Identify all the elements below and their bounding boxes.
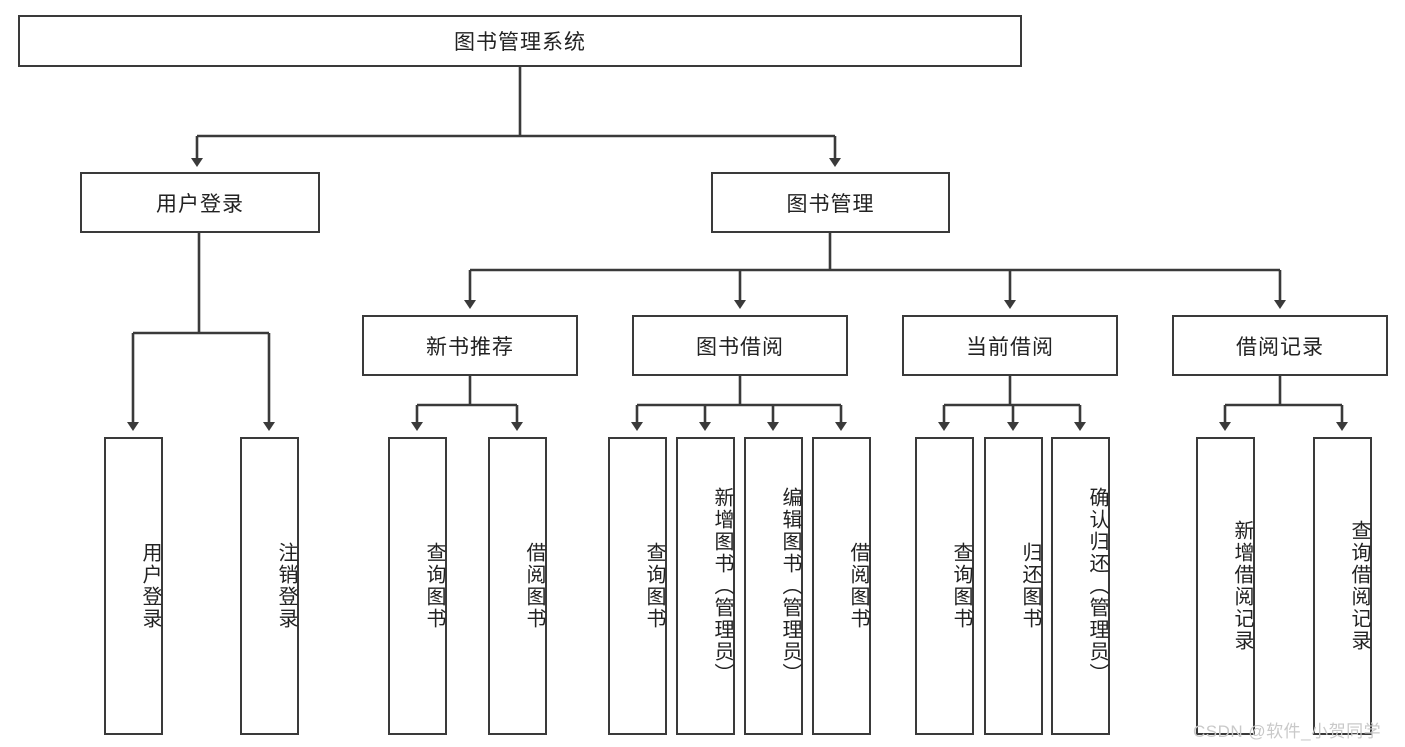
leaf-book-borrow-edit[interactable]: 编辑图书（管理员） bbox=[744, 437, 803, 735]
leaf-new-book-query[interactable]: 查询图书 bbox=[388, 437, 447, 735]
leaf-borrow-record-query[interactable]: 查询借阅记录 bbox=[1313, 437, 1372, 735]
node-label: 图书管理系统 bbox=[454, 31, 586, 54]
node-label: 查询图书 bbox=[423, 542, 445, 630]
node-label: 查询图书 bbox=[950, 542, 972, 630]
node-label: 当前借阅 bbox=[966, 335, 1054, 359]
node-label: 确认归还（管理员） bbox=[1086, 487, 1108, 685]
node-root-book-management-system[interactable]: 图书管理系统 bbox=[18, 15, 1022, 67]
node-label: 借阅图书 bbox=[847, 542, 869, 630]
leaf-book-borrow-borrow[interactable]: 借阅图书 bbox=[812, 437, 871, 735]
node-book-management[interactable]: 图书管理 bbox=[711, 172, 950, 233]
node-borrow-record[interactable]: 借阅记录 bbox=[1172, 315, 1388, 376]
leaf-book-borrow-add[interactable]: 新增图书（管理员） bbox=[676, 437, 735, 735]
node-label: 借阅图书 bbox=[523, 542, 545, 630]
node-label: 查询图书 bbox=[643, 542, 665, 630]
node-label: 新增图书（管理员） bbox=[711, 487, 733, 685]
node-current-borrow[interactable]: 当前借阅 bbox=[902, 315, 1118, 376]
leaf-current-borrow-confirm-return[interactable]: 确认归还（管理员） bbox=[1051, 437, 1110, 735]
leaf-borrow-record-add[interactable]: 新增借阅记录 bbox=[1196, 437, 1255, 735]
node-label: 图书管理 bbox=[786, 192, 875, 216]
node-label: 用户登录 bbox=[156, 192, 244, 216]
leaf-current-borrow-return[interactable]: 归还图书 bbox=[984, 437, 1043, 735]
node-user-login[interactable]: 用户登录 bbox=[80, 172, 320, 233]
node-new-book-recommend[interactable]: 新书推荐 bbox=[362, 315, 578, 376]
leaf-user-login-login[interactable]: 用户登录 bbox=[104, 437, 163, 735]
node-label: 新增借阅记录 bbox=[1231, 520, 1253, 652]
node-label: 归还图书 bbox=[1019, 542, 1041, 630]
csdn-watermark: CSDN @软件_小贺同学 bbox=[1193, 722, 1382, 741]
node-label: 用户登录 bbox=[139, 542, 161, 630]
node-label: 注销登录 bbox=[275, 542, 297, 630]
node-book-borrow[interactable]: 图书借阅 bbox=[632, 315, 848, 376]
node-label: 编辑图书（管理员） bbox=[779, 487, 801, 685]
node-label: 新书推荐 bbox=[426, 335, 514, 359]
node-label: 查询借阅记录 bbox=[1348, 520, 1370, 652]
node-label: 图书借阅 bbox=[696, 335, 784, 359]
node-label: 借阅记录 bbox=[1236, 335, 1324, 359]
leaf-current-borrow-query[interactable]: 查询图书 bbox=[915, 437, 974, 735]
leaf-new-book-borrow[interactable]: 借阅图书 bbox=[488, 437, 547, 735]
leaf-book-borrow-query[interactable]: 查询图书 bbox=[608, 437, 667, 735]
leaf-user-login-logout[interactable]: 注销登录 bbox=[240, 437, 299, 735]
